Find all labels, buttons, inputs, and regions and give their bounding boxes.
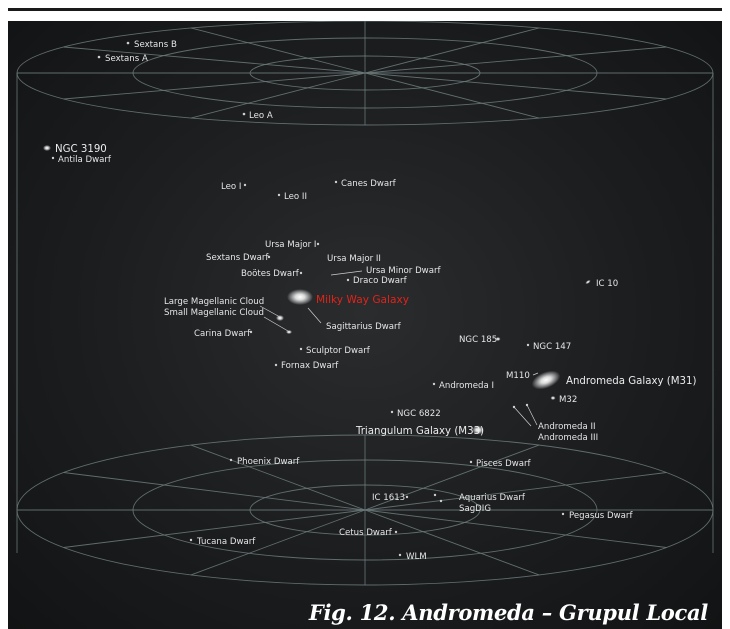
- label-leo-ii: Leo II: [284, 192, 307, 202]
- label-cetus-dwarf: Cetus Dwarf: [339, 528, 393, 538]
- cetus-dwarf-dot: [394, 530, 398, 534]
- bootes-dwarf-dot: [299, 271, 303, 275]
- andromeda-i-dot: [432, 382, 436, 386]
- ngc-147-dot: [526, 343, 530, 347]
- top-rule: [8, 8, 722, 11]
- fornax-dwarf-dot: [274, 363, 278, 367]
- cylinder-scene: Sextans B Sextans A Leo A NGC 3190 Antil…: [16, 21, 714, 586]
- leo-ii-dot: [277, 193, 281, 197]
- leo-i-dot: [243, 183, 247, 187]
- bottom-disc: [16, 434, 714, 586]
- grid-spoke: [364, 472, 667, 511]
- label-ngc-147: NGC 147: [533, 342, 571, 352]
- m32-icon: [550, 396, 556, 400]
- label-ic-10: IC 10: [596, 279, 618, 289]
- label-sextans-dwarf: Sextans Dwarf: [206, 253, 269, 263]
- label-leo-i: Leo I: [221, 182, 241, 192]
- grid-spoke: [190, 444, 366, 511]
- grid-spoke: [364, 72, 667, 100]
- antila-dwarf-dot: [51, 156, 55, 160]
- ursa-major-i-dot: [316, 242, 320, 246]
- label-smc: Small Magellanic Cloud: [164, 308, 264, 318]
- label-ic-1613: IC 1613: [372, 493, 405, 503]
- label-sagittarius-dwarf: Sagittarius Dwarf: [326, 322, 402, 332]
- label-ursa-minor-dwarf: Ursa Minor Dwarf: [366, 266, 442, 276]
- triangulum-galaxy-icon: [472, 425, 484, 435]
- label-pegasus-dwarf: Pegasus Dwarf: [569, 511, 633, 521]
- grid-spoke: [364, 27, 540, 74]
- ngc-6822-dot: [390, 410, 394, 414]
- label-ursa-major-ii: Ursa Major II: [327, 254, 381, 264]
- label-phoenix-dwarf: Phoenix Dwarf: [237, 457, 300, 467]
- grid-spoke: [63, 472, 366, 511]
- phoenix-dwarf-dot: [229, 458, 233, 462]
- pegasus-dwarf-dot: [561, 512, 565, 516]
- sextans-a-dot: [97, 55, 101, 59]
- label-leo-a: Leo A: [249, 111, 273, 121]
- grid-spoke: [190, 509, 366, 576]
- label-carina-dwarf: Carina Dwarf: [194, 329, 251, 339]
- label-sculptor-dwarf: Sculptor Dwarf: [306, 346, 371, 356]
- top-disc: [16, 21, 714, 126]
- label-triangulum: Triangulum Galaxy (M33): [355, 426, 484, 437]
- pisces-dwarf-dot: [469, 460, 473, 464]
- ngc-3190-icon: [43, 145, 51, 151]
- sculptor-dwarf-dot: [299, 347, 303, 351]
- label-ursa-major-i: Ursa Major I: [265, 240, 316, 250]
- aquarius-dwarf-dot: [433, 493, 437, 497]
- milky-way-galaxy-icon: [287, 289, 313, 305]
- grid-spoke: [190, 72, 366, 119]
- lmc-icon: [276, 315, 284, 321]
- label-lmc: Large Magellanic Cloud: [164, 297, 264, 307]
- label-andromeda-ii: Andromeda II: [538, 422, 596, 432]
- draco-dwarf-dot: [346, 278, 350, 282]
- grid-spoke: [364, 46, 667, 74]
- label-m110: M110: [506, 371, 530, 381]
- label-draco-dwarf: Draco Dwarf: [353, 276, 408, 286]
- label-andromeda-i: Andromeda I: [439, 381, 494, 391]
- leo-a-dot: [242, 112, 246, 116]
- leader-lines: [259, 270, 539, 427]
- label-aquarius-dwarf: Aquarius Dwarf: [459, 493, 526, 503]
- grid-spoke: [63, 509, 366, 548]
- label-pisces-dwarf: Pisces Dwarf: [476, 459, 532, 469]
- carina-dwarf-dot: [249, 330, 253, 334]
- grid-spoke: [364, 509, 667, 548]
- label-canes-dwarf: Canes Dwarf: [341, 179, 397, 189]
- ic-1613-dot: [405, 495, 409, 499]
- grid-spoke: [63, 72, 366, 100]
- ic-10-icon: [585, 279, 591, 285]
- label-tucana-dwarf: Tucana Dwarf: [196, 537, 256, 547]
- label-sextans-b: Sextans B: [134, 40, 177, 50]
- andromeda-galaxy-icon: [531, 370, 561, 390]
- label-fornax-dwarf: Fornax Dwarf: [281, 361, 339, 371]
- label-ngc-3190: NGC 3190: [55, 144, 107, 155]
- grid-spoke: [364, 444, 540, 511]
- ngc-185-icon: [495, 337, 501, 341]
- grid-spoke: [364, 72, 540, 119]
- local-group-diagram: Sextans B Sextans A Leo A NGC 3190 Antil…: [8, 21, 722, 629]
- wlm-dot: [398, 553, 402, 557]
- canes-dwarf-dot: [334, 180, 338, 184]
- label-m32: M32: [559, 395, 577, 405]
- label-ngc-6822: NGC 6822: [397, 409, 441, 419]
- label-andromeda-galaxy: Andromeda Galaxy (M31): [566, 376, 696, 387]
- sextans-dwarf-dot: [267, 255, 271, 259]
- label-wlm: WLM: [406, 552, 427, 562]
- label-milky-way: Milky Way Galaxy: [316, 294, 409, 306]
- figure-caption: Fig. 12. Andromeda – Grupul Local: [308, 600, 708, 625]
- grid-spoke: [190, 27, 366, 74]
- label-antila-dwarf: Antila Dwarf: [58, 155, 112, 165]
- label-bootes-dwarf: Boötes Dwarf: [241, 269, 300, 279]
- label-andromeda-iii: Andromeda III: [538, 433, 598, 443]
- sagdig-dot: [439, 499, 443, 503]
- tucana-dwarf-dot: [189, 538, 193, 542]
- grid-spoke: [63, 46, 366, 74]
- label-sextans-a: Sextans A: [105, 54, 148, 64]
- label-ngc-185: NGC 185: [459, 335, 497, 345]
- grid-spoke: [364, 509, 540, 576]
- label-sagdig: SagDIG: [459, 504, 491, 514]
- sextans-b-dot: [126, 41, 130, 45]
